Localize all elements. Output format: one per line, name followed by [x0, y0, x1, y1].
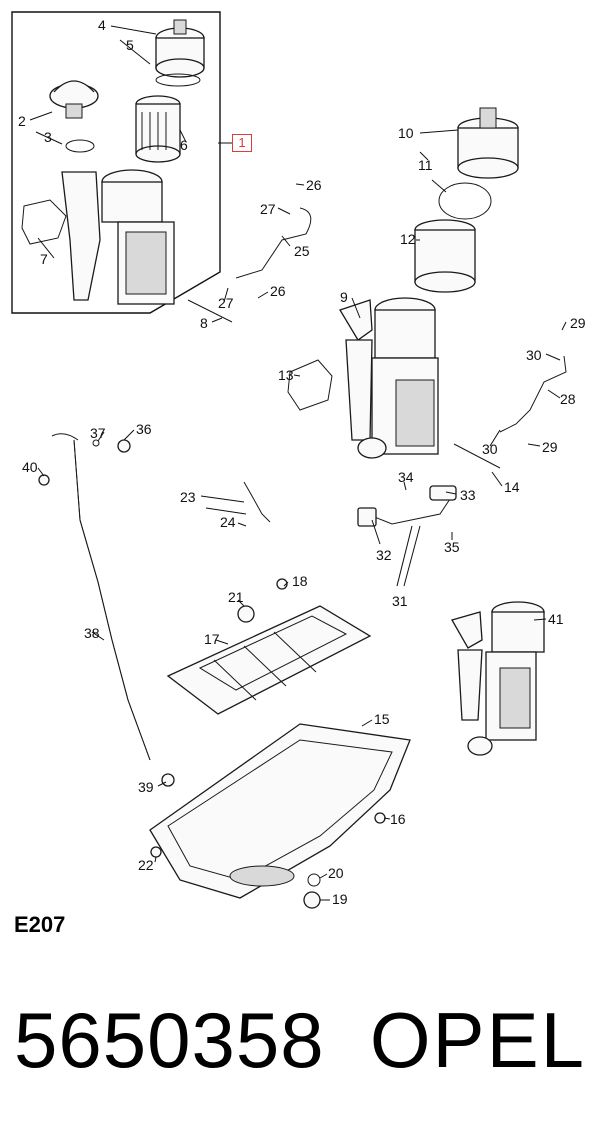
callout-label: 17 [204, 631, 220, 647]
callout-label: 5 [126, 37, 134, 53]
callout-label: 23 [180, 489, 196, 505]
plug-39 [161, 773, 175, 787]
plug-22 [150, 846, 162, 858]
dipstick-handle [51, 433, 79, 441]
gasket-33 [429, 485, 457, 501]
callout-label: 38 [84, 625, 100, 641]
callout-label: 26 [306, 177, 322, 193]
callout-label: 19 [332, 891, 348, 907]
bolt-40 [38, 474, 50, 486]
callout-label: 6 [180, 137, 188, 153]
oil-filter-housing-assembly [287, 297, 439, 459]
callout-label: 32 [376, 547, 392, 563]
callout-label: 31 [392, 593, 408, 609]
baffle-plate-17 [166, 605, 372, 715]
callout-label: 13 [278, 367, 294, 383]
brand-name: OPEL [369, 996, 586, 1084]
callout-label: 4 [98, 17, 106, 33]
inset-oil-filler-cap [49, 80, 99, 153]
callout-label: 15 [374, 711, 390, 727]
callout-label: 30 [482, 441, 498, 457]
bolt-8 [187, 299, 233, 323]
callout-label: 3 [44, 129, 52, 145]
filter-element-12 [414, 219, 476, 293]
oil-pipe-25 [235, 207, 312, 279]
exploded-parts-illustration [11, 11, 567, 909]
callout-label: 11 [418, 157, 433, 173]
callout-label: 37 [90, 425, 106, 441]
bolt-14 [453, 443, 501, 469]
flange-32 [357, 507, 377, 527]
callout-label: 27 [260, 201, 276, 217]
sensor-36 [117, 439, 131, 453]
callout-label: 10 [398, 125, 414, 141]
inset-frame [11, 11, 221, 314]
callout-label: 27 [218, 295, 234, 311]
oil-pipe-31 [371, 495, 453, 525]
callout-label: 21 [228, 589, 244, 605]
oil-pipe-28 [499, 355, 567, 433]
part-number: 5650358 [14, 996, 325, 1084]
o-ring-11 [438, 182, 492, 220]
callout-label: 14 [504, 479, 520, 495]
oil-pan-15 [149, 723, 411, 899]
inset-filter-element [135, 95, 181, 163]
callout-label: 16 [390, 811, 406, 827]
bolt-16 [374, 812, 386, 824]
callout-label: 33 [460, 487, 476, 503]
callout-label: 29 [570, 315, 586, 331]
callout-label: 29 [542, 439, 558, 455]
callout-label: 39 [138, 779, 154, 795]
callout-label: 41 [548, 611, 564, 627]
oil-filter-housing-41 [451, 601, 545, 756]
callout-label: 22 [138, 857, 154, 873]
inset-filter-cap [155, 19, 205, 87]
callout-label: 35 [444, 539, 460, 555]
plug-21 [237, 605, 255, 623]
dipstick-tube-38 [73, 439, 151, 761]
seal-37 [92, 439, 100, 447]
leader-lines [29, 25, 567, 901]
callout-label: 12 [400, 231, 416, 247]
callout-label: 36 [136, 421, 152, 437]
drain-plug-19 [303, 891, 321, 909]
callout-label: 24 [220, 514, 236, 530]
callout-label: 20 [328, 865, 344, 881]
callout-label: 9 [340, 289, 348, 305]
callout-label: 26 [270, 283, 286, 299]
callout-label: 30 [526, 347, 542, 363]
assembly-reference-box: 1 [232, 134, 252, 152]
callout-label: 2 [18, 113, 26, 129]
figure-code: E207 [14, 912, 66, 937]
washer-20 [307, 873, 321, 887]
filter-cap-10 [457, 107, 519, 179]
inset-filter-housing [21, 169, 175, 305]
callout-label: 28 [560, 391, 576, 407]
callout-label: 7 [40, 251, 48, 267]
callout-label: 34 [398, 469, 414, 485]
callout-label: 40 [22, 459, 38, 475]
pipe-23 [243, 481, 271, 523]
bolt-18 [276, 578, 288, 590]
callout-label: 18 [292, 573, 308, 589]
callout-label: 25 [294, 243, 310, 259]
callout-label: 8 [200, 315, 208, 331]
